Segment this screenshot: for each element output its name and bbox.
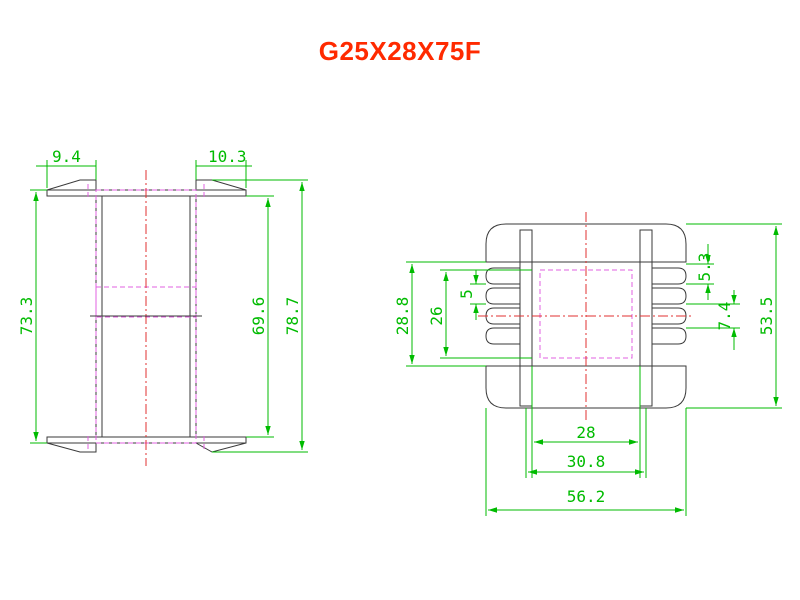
- dim-28: 28: [576, 423, 595, 442]
- dim-28-8: 28.8: [393, 297, 412, 336]
- end-bottom-flange: [485, 365, 687, 409]
- dim-5: 5: [457, 289, 476, 299]
- end-top-flange: [485, 223, 687, 263]
- dim-9-4: 9.4: [52, 147, 81, 166]
- end-window: [531, 261, 641, 367]
- end-view: 28.8 26 5 5.3 7.4 53.5 28: [393, 212, 782, 516]
- end-left-wall: [519, 229, 533, 407]
- end-right-fins: [652, 267, 687, 345]
- dim-56-2: 56.2: [567, 487, 606, 506]
- dim-53-5: 53.5: [757, 297, 776, 336]
- end-left-fins: [485, 267, 520, 345]
- dim-78-7: 78.7: [283, 297, 302, 336]
- side-view: 9.4 10.3 73.3 69.6 78.7: [17, 147, 308, 466]
- dim-73-3: 73.3: [17, 297, 36, 336]
- dim-69-6: 69.6: [249, 297, 268, 336]
- dim-10-3: 10.3: [208, 147, 247, 166]
- dim-30-8: 30.8: [567, 452, 606, 471]
- dim-7-4: 7.4: [715, 302, 734, 331]
- dim-5-3: 5.3: [695, 253, 714, 282]
- dim-26: 26: [427, 306, 446, 325]
- drawing-title: G25X28X75F: [318, 36, 482, 66]
- end-right-wall: [639, 229, 653, 407]
